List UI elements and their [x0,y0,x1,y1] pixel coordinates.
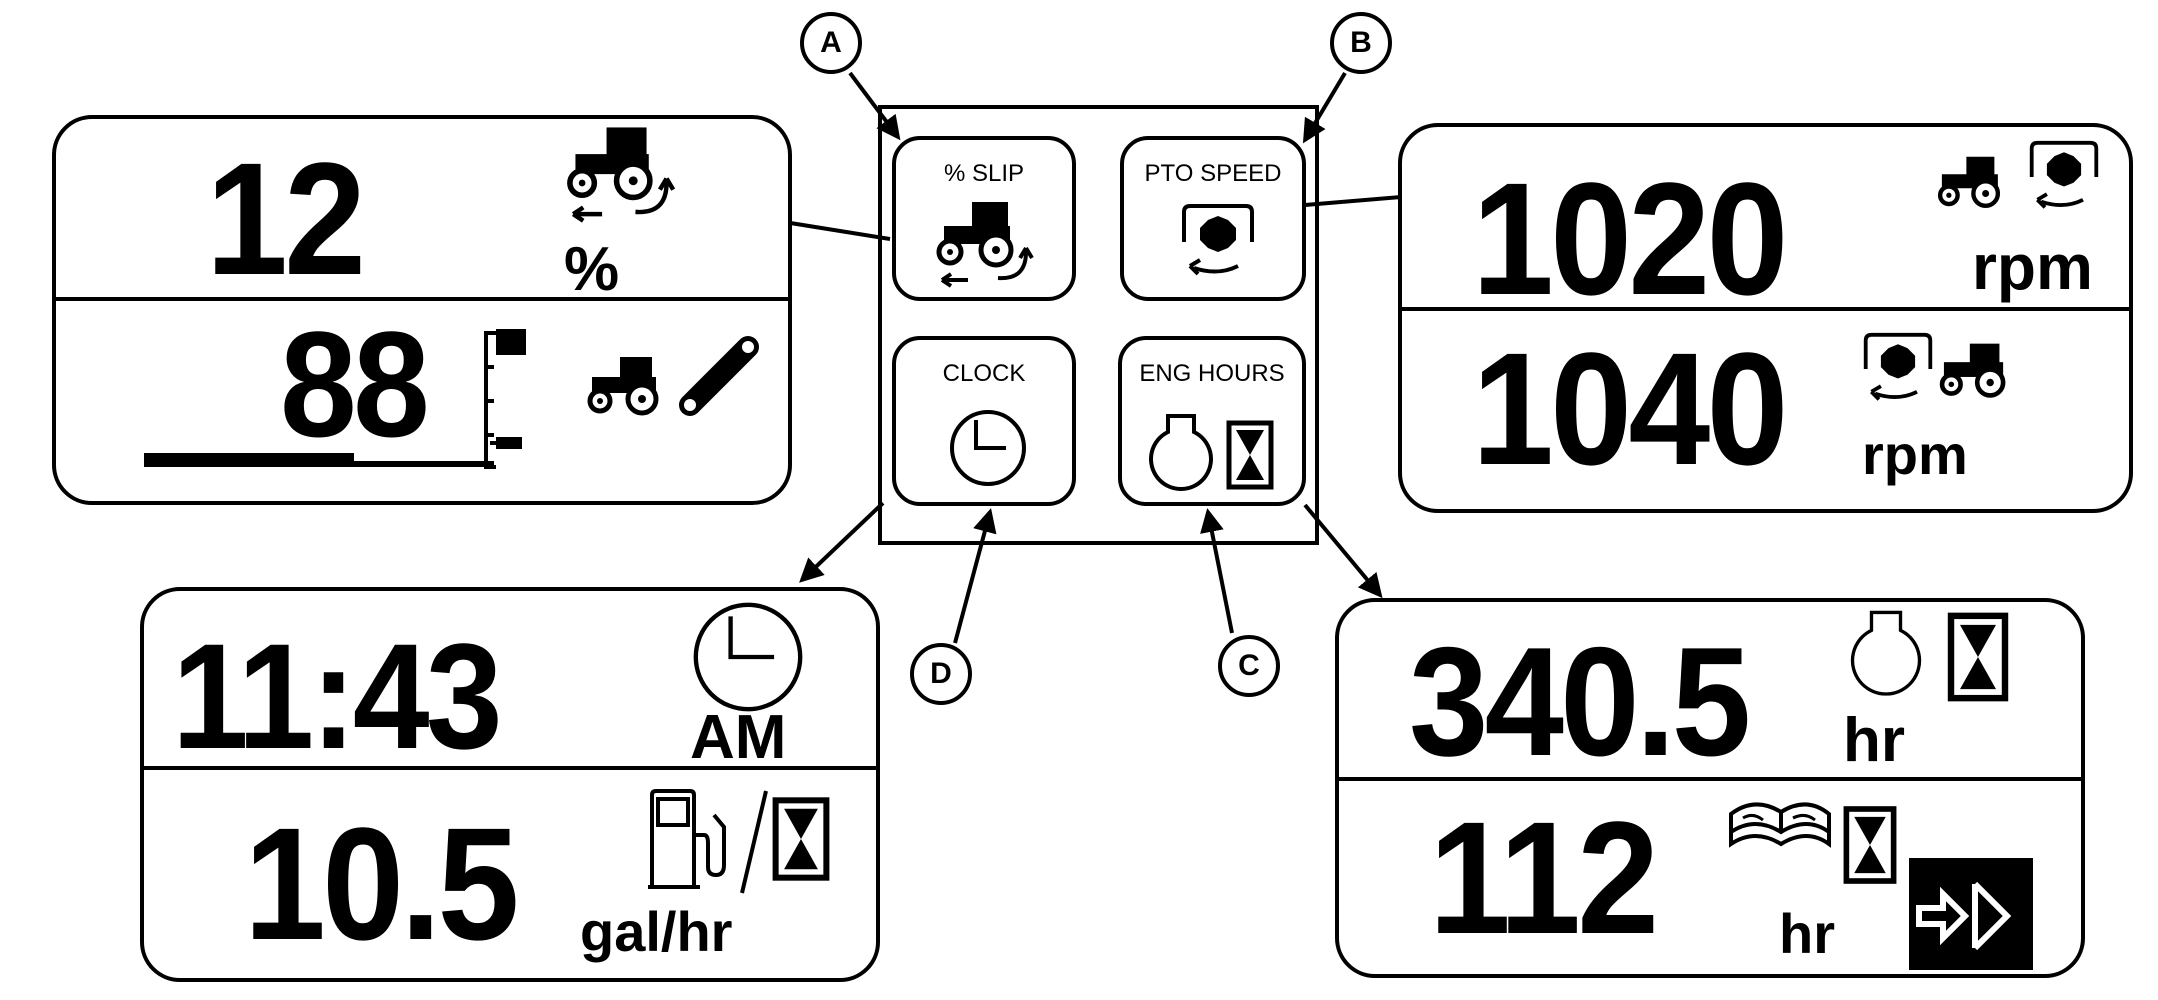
slip-panel: 12 % 88 [52,115,792,505]
hitch-scale-icon [476,327,546,477]
pto-target-value: 1020 [1472,149,1788,328]
hourglass-icon [772,791,830,887]
hitch-position-value: 88 [280,300,430,468]
slip-button[interactable]: % SLIP [892,136,1076,301]
keypad-frame [878,105,1319,545]
clock-panel: 11:43 AM 10.5 gal/hr [140,587,880,982]
engine-icon [1148,412,1214,498]
service-hours-unit: hr [1779,902,1835,965]
pto-shaft-icon [2024,139,2104,215]
callout-b: B [1330,12,1392,74]
tractor-slip-icon [930,198,1040,288]
arrow-hours-to-panel [1303,503,1383,599]
eng-hours-button-label: ENG HOURS [1139,360,1285,387]
pto-actual-value: 1040 [1472,319,1788,498]
hourglass-icon [1226,420,1274,490]
pto-target-unit: rpm [1972,231,2093,303]
tractor-icon [1938,327,2022,401]
clock-ampm-unit: AM [690,703,787,772]
tractor-icon [1936,141,2016,211]
service-book-icon [1725,792,1835,862]
fuel-rate-value: 10.5 [244,794,519,973]
engine-hours-unit: hr [1843,706,1905,775]
pto-shaft-icon [1176,202,1260,282]
pto-speed-button-label: PTO SPEED [1144,160,1282,187]
hourglass-icon [1843,802,1897,888]
slip-divider [56,297,788,301]
divide-slash-icon [738,787,768,897]
hitch-bar-fill [144,453,354,467]
pto-speed-button[interactable]: PTO SPEED [1120,136,1306,301]
tractor-icon [586,339,676,419]
clock-divider [144,766,876,770]
hours-panel: 340.5 hr 112 hr [1335,598,2085,978]
fuel-pump-icon [648,787,738,893]
clock-button-label: CLOCK [942,360,1026,387]
clock-icon [948,408,1028,488]
arrow-clock-to-panel [799,501,885,583]
pto-panel: 1020 rpm 1040 rpm [1398,123,2133,513]
pto-divider [1402,307,2129,311]
slip-percent-unit: % [564,235,620,304]
clock-time-value: 11:43 [172,612,503,780]
clock-icon [690,599,806,715]
service-hours-value: 112 [1429,788,1659,967]
tractor-slip-icon [556,123,686,223]
slip-percent-value: 12 [206,129,366,308]
eng-hours-button[interactable]: ENG HOURS [1118,336,1306,506]
callout-d: D [910,643,972,705]
pto-shaft-icon [1858,331,1938,407]
leader-a [848,71,901,141]
leader-d [953,508,997,644]
hitch-arm-icon [676,329,766,419]
enter-arrow-icon[interactable] [1909,858,2033,970]
leader-c [1200,508,1234,634]
clock-button[interactable]: CLOCK [892,336,1076,506]
callout-a: A [800,12,862,74]
engine-icon [1849,608,1923,704]
fuel-rate-unit: gal/hr [580,900,733,963]
leader-b [1302,71,1347,144]
hours-divider [1339,777,2081,781]
slip-button-label: % SLIP [943,160,1025,187]
hourglass-icon [1947,612,2009,702]
pto-actual-unit: rpm [1862,423,1968,486]
callout-c: C [1218,635,1280,697]
engine-hours-value: 340.5 [1409,615,1751,788]
